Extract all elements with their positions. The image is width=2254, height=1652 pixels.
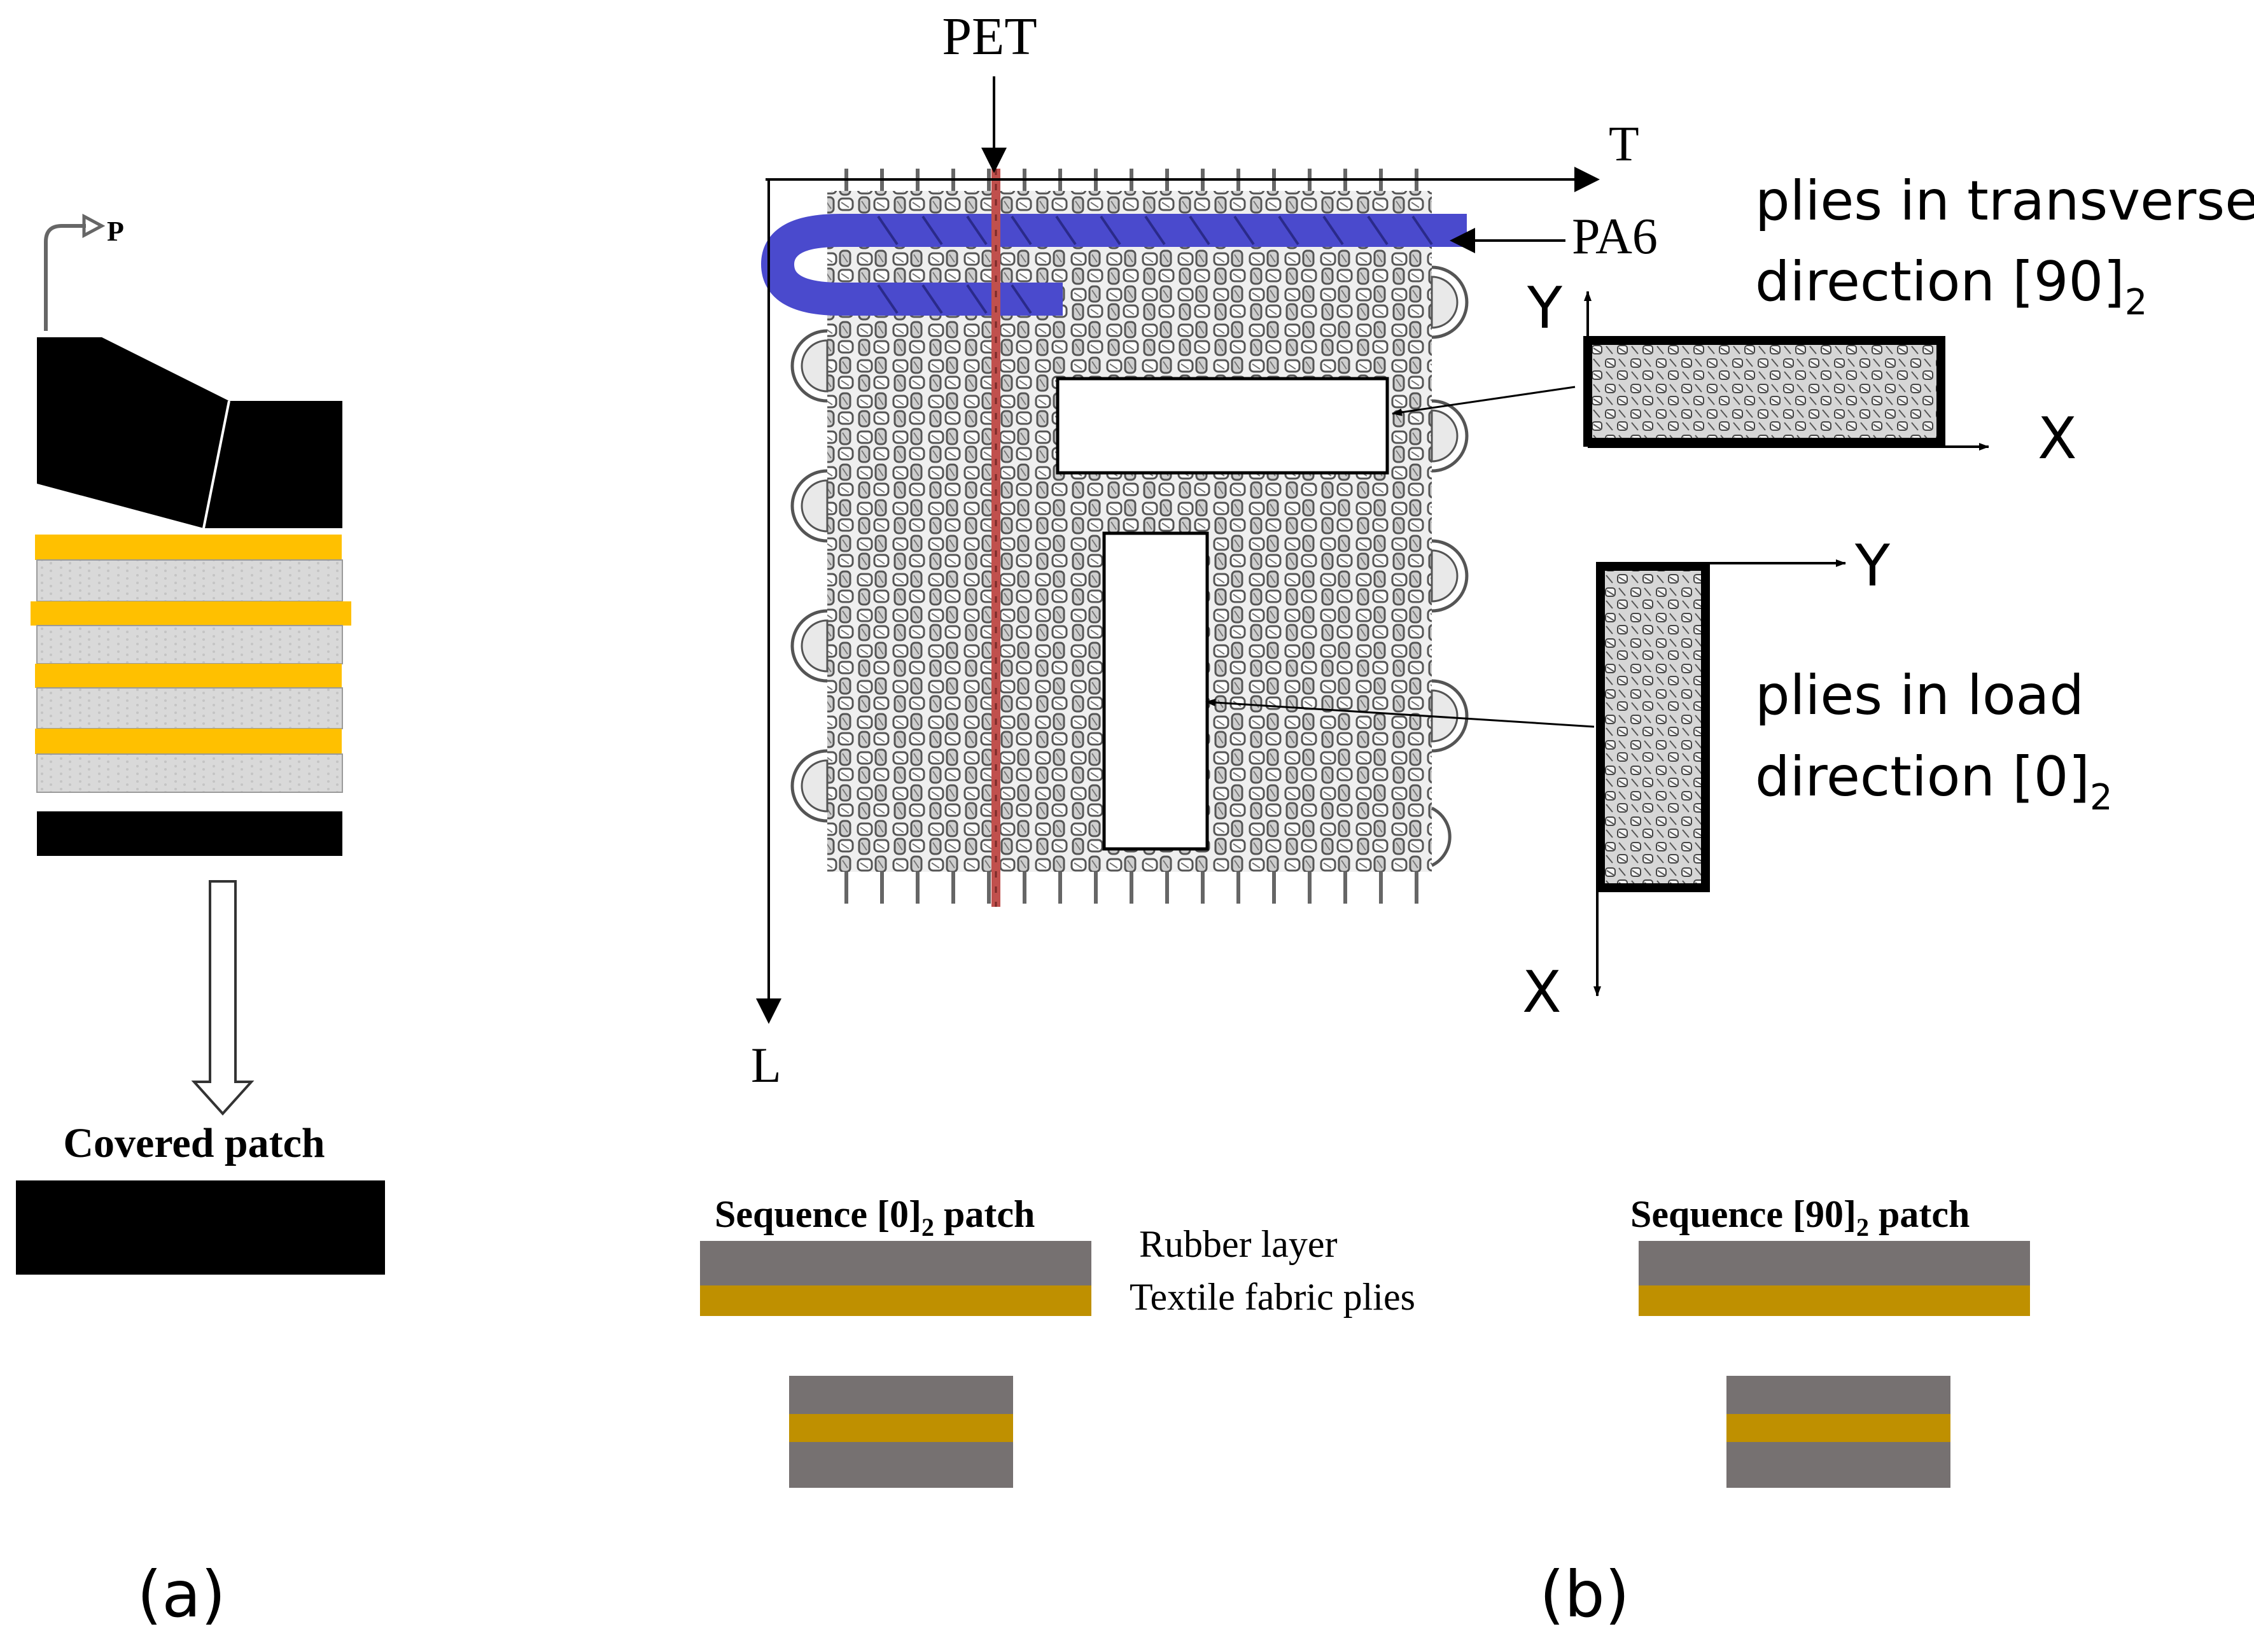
base-layer bbox=[37, 811, 342, 856]
transverse-cutout bbox=[1056, 377, 1389, 475]
pet-label: PET bbox=[942, 7, 1037, 66]
seq90-textile-layer bbox=[1639, 1285, 2030, 1316]
load-direction-text: direction [0]2 bbox=[1755, 745, 2113, 818]
seq90-patch-bottom bbox=[1726, 1442, 1950, 1488]
transverse-specimen bbox=[1583, 336, 1945, 447]
transverse-leader bbox=[1392, 386, 1576, 416]
sequence-0-title: Sequence [0]2 patch bbox=[715, 1193, 1035, 1242]
seq0-patch-top bbox=[789, 1376, 1013, 1414]
panel-a-label: (a) bbox=[137, 1557, 225, 1632]
force-arrow-head bbox=[82, 213, 106, 239]
pa6-yarn bbox=[760, 214, 1467, 316]
pa6-label: PA6 bbox=[1572, 209, 1658, 265]
transverse-direction-text: direction [90]2 bbox=[1755, 250, 2147, 323]
seq0-textile-layer bbox=[700, 1285, 1091, 1316]
fabric-ply bbox=[36, 625, 343, 664]
yellow-ply bbox=[31, 601, 351, 626]
seq90-patch-top bbox=[1726, 1376, 1950, 1414]
peel-arm-notch bbox=[202, 400, 230, 529]
fabric-ply bbox=[36, 687, 343, 729]
legend-textile: Textile fabric plies bbox=[1130, 1276, 1415, 1318]
covered-patch-label: Covered patch bbox=[63, 1120, 325, 1166]
load-x-label: X bbox=[1522, 959, 1562, 1026]
transverse-y-label: Y bbox=[1527, 275, 1563, 342]
covered-patch bbox=[16, 1180, 385, 1275]
yellow-ply bbox=[35, 664, 342, 688]
legend-rubber: Rubber layer bbox=[1139, 1223, 1338, 1265]
load-cutout bbox=[1102, 531, 1209, 851]
transverse-x-label: X bbox=[2038, 405, 2077, 472]
axis-l-label: L bbox=[751, 1037, 781, 1093]
seq0-patch-bottom bbox=[789, 1442, 1013, 1488]
hollow-down-arrow bbox=[191, 880, 255, 1116]
sequence-90-title: Sequence [90]2 patch bbox=[1630, 1193, 1970, 1242]
load-text: plies in load bbox=[1755, 664, 2084, 727]
panel-b: T L PET PA6 Y X plies in transverse dire… bbox=[700, 7, 2254, 1632]
yellow-ply bbox=[35, 535, 342, 560]
panel-a: P Covered patch (a) bbox=[16, 213, 385, 1632]
load-leader bbox=[1205, 698, 1595, 728]
force-arrow bbox=[44, 224, 86, 331]
transverse-text: plies in transverse bbox=[1755, 169, 2254, 233]
seq90-rubber-layer bbox=[1639, 1241, 2030, 1285]
peel-arm bbox=[37, 337, 342, 528]
panel-b-label: (b) bbox=[1539, 1557, 1630, 1632]
seq90-patch-textile bbox=[1726, 1414, 1950, 1442]
load-specimen bbox=[1596, 562, 1710, 892]
fabric-ply bbox=[36, 559, 343, 602]
seq0-patch-textile bbox=[789, 1414, 1013, 1442]
axis-t-label: T bbox=[1609, 116, 1639, 171]
seq0-rubber-layer bbox=[700, 1241, 1091, 1285]
yellow-ply bbox=[35, 729, 342, 754]
fabric-ply bbox=[36, 753, 343, 793]
load-y-label: Y bbox=[1854, 533, 1891, 599]
force-label: P bbox=[107, 216, 124, 247]
